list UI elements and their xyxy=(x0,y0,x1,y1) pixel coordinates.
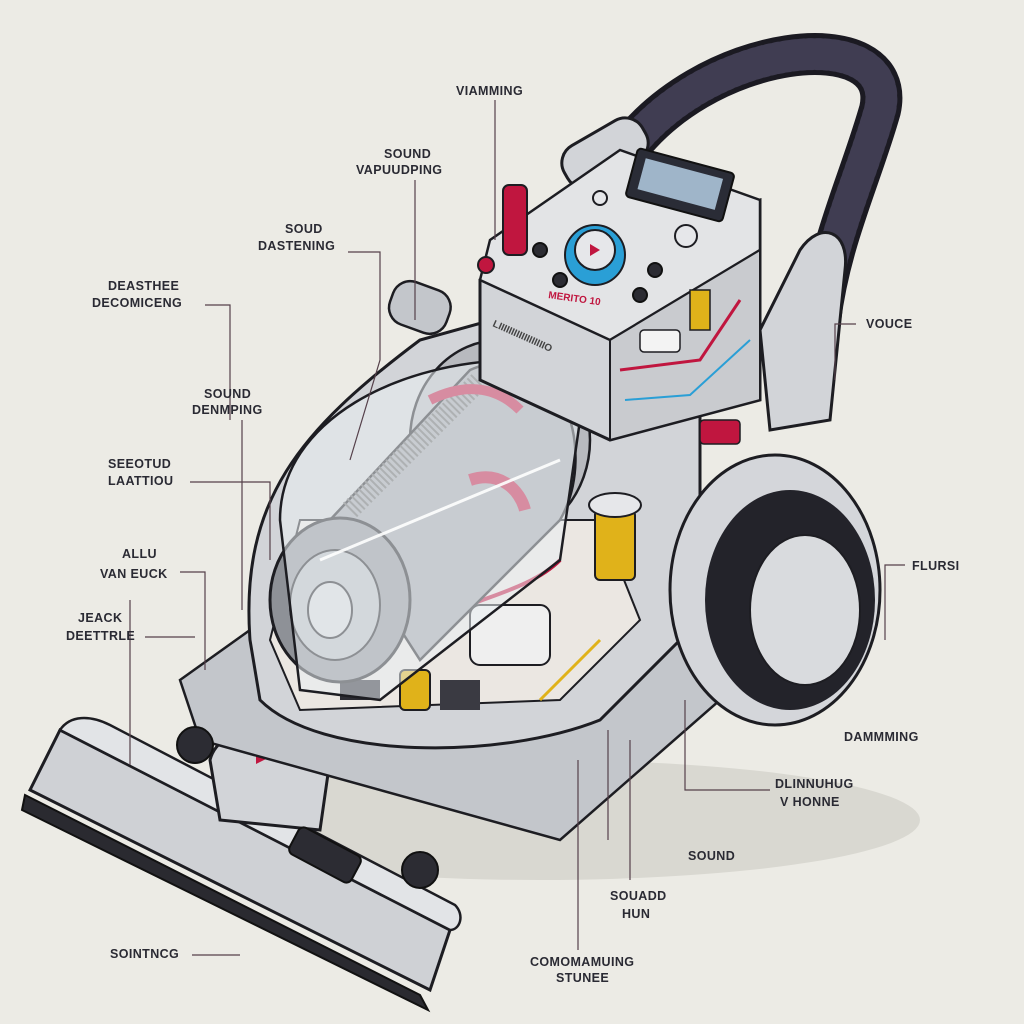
leader-right-2 xyxy=(884,564,905,640)
leader-left-2 xyxy=(205,304,231,420)
label-left-4b: LAATTIOU xyxy=(108,474,173,488)
label-left-1a: SOUD xyxy=(285,222,323,236)
side-port xyxy=(387,279,452,336)
glass-glare xyxy=(319,458,561,562)
label-left-4a: SEEOTUD xyxy=(108,457,171,471)
label-right-4b: V HONNE xyxy=(780,795,840,809)
panel-button-4[interactable] xyxy=(632,287,648,303)
floor-nozzle-bristle xyxy=(20,793,431,1013)
label-left-2a: DEASTHEE xyxy=(108,279,179,293)
label-bottom-1: SOUND xyxy=(688,849,735,863)
yellow-spool-top xyxy=(588,492,642,518)
label-bottom-2a: SOUADD xyxy=(610,889,667,903)
leader-right-4 xyxy=(684,700,770,791)
top-stalk xyxy=(502,184,528,256)
label-left-1b: DASTENING xyxy=(258,239,335,253)
panel-button-red[interactable] xyxy=(477,256,495,274)
label-right-1: VOUCE xyxy=(866,317,912,331)
label-left-5a: ALLU xyxy=(122,547,157,561)
yellow-spool xyxy=(594,509,636,581)
label-bottom-3b: STUNEE xyxy=(556,971,609,985)
label-left-5b: VAN EUCK xyxy=(100,567,168,581)
circuit-wire-2 xyxy=(624,339,751,401)
caster-rear xyxy=(401,851,439,889)
panel-knob-right[interactable] xyxy=(674,224,698,248)
nozzle-switch xyxy=(288,826,362,884)
label-top-1: VIAMMING xyxy=(456,84,523,98)
label-left-3a: SOUND xyxy=(204,387,251,401)
label-left-6b: DEETTRLE xyxy=(66,629,135,643)
internal-part-dark-2 xyxy=(440,680,480,710)
label-bottom-left: SOINTNCG xyxy=(110,947,179,961)
caster-front xyxy=(176,726,214,764)
circuit-part-2 xyxy=(699,419,741,445)
label-top-2a: SOUND xyxy=(384,147,431,161)
leader-left-4 xyxy=(190,481,271,560)
panel-button-top-1[interactable] xyxy=(592,190,608,206)
upright-handle xyxy=(758,231,848,432)
label-left-2b: DECOMICENG xyxy=(92,296,182,310)
label-left-6a: JEACK xyxy=(78,611,122,625)
circuit-part-3 xyxy=(689,289,711,331)
main-dial-indicator xyxy=(590,244,600,256)
leader-left-5 xyxy=(180,571,206,670)
label-top-2b: VAPUUDPING xyxy=(356,163,442,177)
leader-left-1 xyxy=(348,251,381,461)
label-bottom-2b: HUN xyxy=(622,907,650,921)
label-right-2: FLURSI xyxy=(912,559,960,573)
label-right-3: DAMMMING xyxy=(844,730,919,744)
label-left-3b: DENMPING xyxy=(192,403,263,417)
internal-motor xyxy=(469,604,551,666)
circuit-part-1 xyxy=(639,329,681,353)
leader-right-1 xyxy=(834,323,856,380)
panel-button-1[interactable] xyxy=(532,242,548,258)
panel-button-3[interactable] xyxy=(647,262,663,278)
panel-button-2[interactable] xyxy=(552,272,568,288)
label-right-4a: DLINNUHUG xyxy=(775,777,854,791)
internal-wire-yellow xyxy=(538,638,602,702)
label-bottom-3a: COMOMAMUING xyxy=(530,955,634,969)
circuit-wire-1 xyxy=(619,299,742,372)
circuit-side xyxy=(609,248,761,442)
display-screen-glow xyxy=(637,158,724,210)
wheel-hub xyxy=(749,534,861,686)
